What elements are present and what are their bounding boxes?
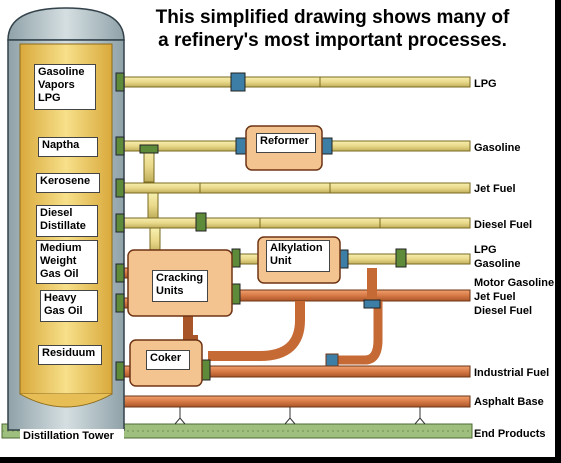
title-line-1: This simplified drawing shows many of <box>155 7 510 28</box>
end-products-label: End Products <box>474 428 546 440</box>
product-diesel-fuel: Diesel Fuel <box>474 219 533 231</box>
cracking-label-text: Cracking <box>156 272 204 284</box>
product-gasoline: Gasoline <box>474 142 521 154</box>
product-industrial-fuel: Industrial Fuel <box>474 367 550 379</box>
residuum-label-text: Residuum <box>42 347 96 359</box>
reformer-label: Reformer <box>256 133 316 153</box>
reformer-label-text: Reformer <box>260 135 309 147</box>
gasoline-label-text: Gasoline <box>38 66 85 78</box>
product-lpg: LPG <box>474 78 497 90</box>
product-diesel-fuel-2: Diesel Fuel <box>474 305 533 317</box>
tower-label-heavy-gas-oil: Heavy Gas Oil <box>40 290 98 322</box>
product-motor-gasoline: Motor Gasoline <box>474 277 555 289</box>
diagram-title: This simplified drawing shows many of a … <box>120 6 545 52</box>
distillation-tower-label: Distillation Tower <box>20 429 124 447</box>
coker-label-text: Coker <box>150 352 182 364</box>
units-label-text: Units <box>156 285 184 297</box>
alkylation-unit-label: Alkylation Unit <box>266 240 330 272</box>
diesel-label-text: Diesel <box>40 207 73 219</box>
coker-label: Coker <box>146 350 190 370</box>
naptha-label-text: Naptha <box>42 139 80 151</box>
heavy-gas-oil-label-text: Gas Oil <box>44 305 83 317</box>
tower-label-naptha: Naptha <box>38 137 98 157</box>
product-jet-fuel-2: Jet Fuel <box>474 291 516 303</box>
product-lpg-2: LPG <box>474 244 497 256</box>
alkylation-label-text: Alkylation <box>270 242 323 254</box>
tower-label-kerosene: Kerosene <box>36 173 100 193</box>
pipe-flanges <box>139 72 407 381</box>
heavy-label-text: Heavy <box>44 292 77 304</box>
unit-label-text: Unit <box>270 255 292 267</box>
distillate-label-text: Distillate <box>40 220 86 232</box>
tower-label-medium-weight-gas-oil: Medium Weight Gas Oil <box>36 240 98 284</box>
product-gasoline-2: Gasoline <box>474 258 521 270</box>
product-jet-fuel: Jet Fuel <box>474 183 516 195</box>
tower-label-residuum: Residuum <box>38 345 102 365</box>
pipe-supports <box>174 407 426 425</box>
tower-label-diesel-distillate: Diesel Distillate <box>36 205 98 237</box>
tower-label-gasoline-vapors: Gasoline Vapors LPG <box>34 64 96 110</box>
title-line-2: a refinery's most important processes. <box>158 30 507 51</box>
gas-oil-label-text: Gas Oil <box>40 268 79 280</box>
product-asphalt-base: Asphalt Base <box>474 396 544 408</box>
tower-nozzles <box>115 72 125 381</box>
medium-label-text: Medium <box>40 242 82 254</box>
refinery-diagram: This simplified drawing shows many of a … <box>0 0 555 457</box>
weight-label-text: Weight <box>40 255 77 267</box>
vapors-label-text: Vapors <box>38 79 75 91</box>
cracking-units-label: Cracking Units <box>152 270 208 302</box>
lpg-label-text: LPG <box>38 92 61 104</box>
distillation-tower-label-text: Distillation Tower <box>23 430 114 442</box>
pipe-joint-marks <box>199 77 381 228</box>
kerosene-label-text: Kerosene <box>40 175 91 187</box>
